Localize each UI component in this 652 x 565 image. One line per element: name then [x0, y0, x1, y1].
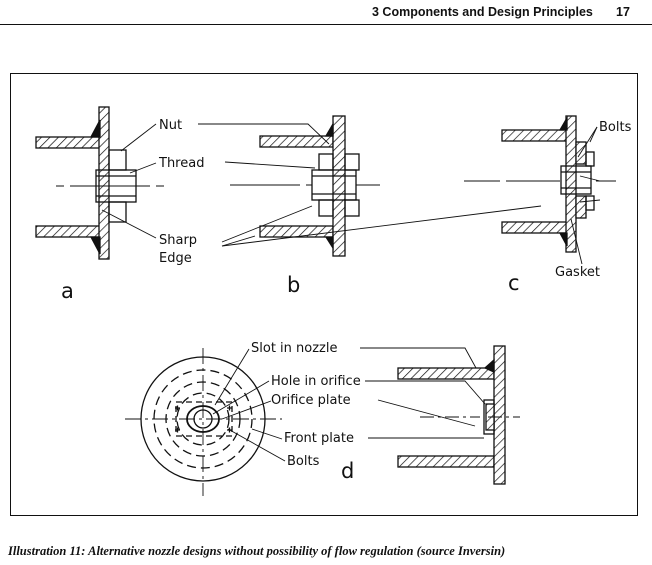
page-header: 3 Components and Design Principles 17 [0, 0, 652, 28]
label-front-plate: Front plate [284, 431, 354, 446]
label-bolts-d: Bolts [287, 454, 320, 469]
header-title: 3 Components and Design Principles [372, 5, 593, 19]
figure-caption: Illustration 11: Alternative nozzle desi… [8, 544, 506, 558]
label-edge: Edge [159, 251, 192, 266]
panel-label-c: c [508, 271, 520, 295]
panel-d-front-view [125, 348, 282, 496]
header-rule [0, 24, 652, 25]
panel-label-b: b [287, 273, 300, 297]
label-orifice-plate: Orifice plate [271, 393, 351, 408]
label-thread: Thread [158, 156, 204, 171]
figure-frame [10, 73, 638, 516]
panel-a-drawing [35, 106, 164, 260]
panel-b-drawing [230, 115, 380, 257]
label-hole-in-orifice: Hole in orifice [271, 374, 361, 389]
panel-c-drawing [464, 115, 616, 253]
leader-lines [101, 123, 598, 462]
label-sharp: Sharp [159, 233, 197, 248]
label-gasket: Gasket [555, 265, 600, 280]
label-nut: Nut [159, 118, 182, 133]
label-slot-in-nozzle: Slot in nozzle [251, 341, 337, 356]
label-bolts-c: Bolts [599, 120, 632, 135]
panel-label-d: d [341, 459, 354, 483]
page-number: 17 [616, 5, 630, 19]
panel-d-side-section [397, 345, 520, 485]
panel-label-a: a [61, 279, 74, 303]
